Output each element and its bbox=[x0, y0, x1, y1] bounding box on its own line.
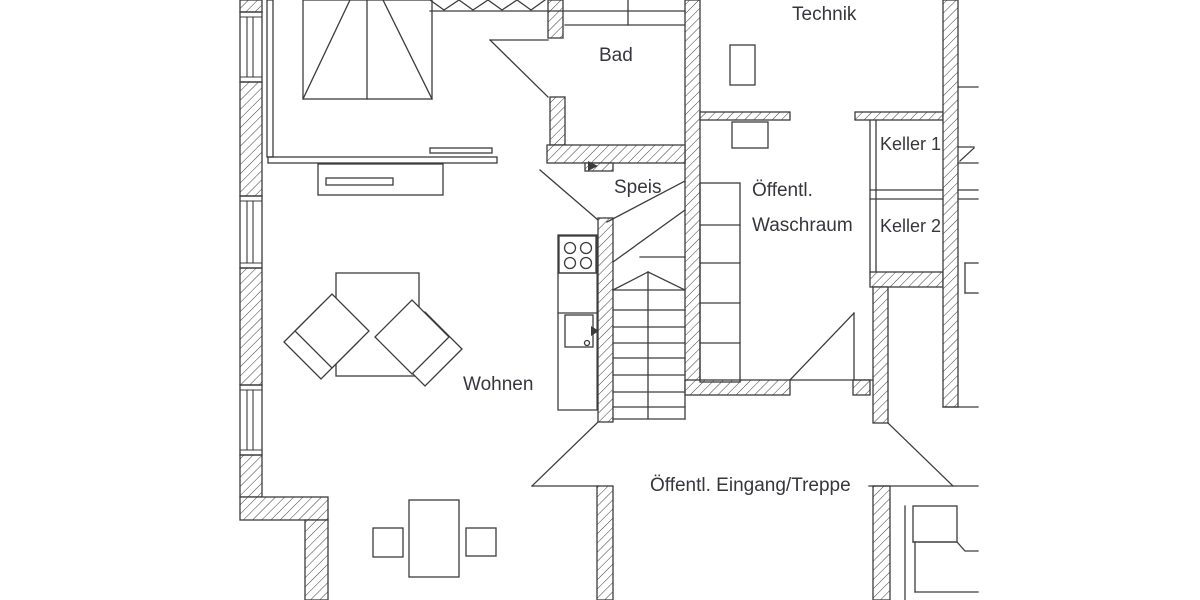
corner-sofa bbox=[904, 505, 979, 600]
wall-segment bbox=[869, 271, 944, 288]
sink-drain bbox=[583, 339, 591, 347]
wardrobe-hangers bbox=[429, 0, 546, 11]
stove-burner bbox=[563, 241, 577, 255]
room-labels: Technik Bad Speis Öffentl. Waschraum Kel… bbox=[463, 4, 941, 496]
stairs bbox=[606, 180, 686, 420]
room-label-waschraum-line2: Waschraum bbox=[752, 215, 853, 236]
partition-wall bbox=[266, 0, 498, 164]
stove-burner bbox=[579, 241, 593, 255]
room-label-keller1: Keller 1 bbox=[880, 134, 941, 154]
room-bad bbox=[489, 0, 686, 98]
wall-segment bbox=[597, 217, 614, 423]
entry-arrow bbox=[588, 161, 598, 171]
room-label-waschraum-line1: Öffentl. bbox=[752, 180, 813, 201]
wall-segment bbox=[547, 0, 564, 39]
armchair-seat bbox=[374, 299, 450, 375]
exterior-details bbox=[942, 86, 979, 408]
wall-segment bbox=[852, 379, 871, 396]
door-swing bbox=[489, 39, 549, 98]
door-swing bbox=[789, 312, 855, 381]
lounge-group bbox=[283, 272, 463, 387]
shelf bbox=[429, 147, 493, 154]
wall-segment bbox=[239, 0, 263, 13]
window bbox=[239, 11, 263, 83]
dining-chair bbox=[372, 527, 404, 558]
wall-segment bbox=[699, 111, 791, 121]
wall-segment bbox=[546, 144, 686, 164]
wall-segment bbox=[549, 96, 566, 146]
window bbox=[239, 384, 263, 456]
stove-burner bbox=[579, 256, 593, 270]
stove-burner bbox=[563, 256, 577, 270]
room-technik bbox=[729, 44, 756, 86]
bed-cross-line bbox=[302, 0, 351, 100]
dining-set bbox=[372, 499, 497, 578]
exterior-line bbox=[959, 147, 975, 162]
bed bbox=[302, 0, 433, 100]
wall-segment bbox=[239, 267, 263, 386]
wall-segment bbox=[596, 485, 614, 600]
kitchen bbox=[557, 234, 599, 411]
window-frame bbox=[239, 384, 263, 456]
speis-door bbox=[539, 161, 599, 221]
wall-segment bbox=[854, 111, 944, 121]
wardrobe bbox=[429, 0, 686, 12]
stair-winder bbox=[612, 209, 686, 263]
door-swing bbox=[539, 169, 599, 221]
window bbox=[239, 195, 263, 269]
wall-segment bbox=[684, 379, 791, 396]
sideboard bbox=[317, 147, 493, 196]
room-label-bad: Bad bbox=[599, 45, 633, 66]
kitchen-counter bbox=[557, 234, 598, 411]
stair-winder bbox=[612, 271, 649, 291]
wall-segment bbox=[239, 496, 329, 521]
wall-segment bbox=[239, 81, 263, 197]
funnel-side bbox=[887, 422, 954, 487]
wall-segment bbox=[304, 519, 329, 600]
wall-segment bbox=[872, 485, 891, 600]
parapet bbox=[267, 156, 498, 164]
washbasin bbox=[731, 121, 769, 149]
locker-column bbox=[699, 182, 741, 383]
walls bbox=[239, 0, 959, 600]
duct bbox=[266, 0, 274, 158]
window-frame bbox=[239, 11, 263, 83]
room-label-keller2: Keller 2 bbox=[880, 216, 941, 236]
armchair-seat bbox=[294, 293, 370, 369]
stair-winder bbox=[647, 271, 686, 291]
equipment-unit bbox=[729, 44, 756, 86]
room-waschraum bbox=[699, 121, 874, 383]
wall-segment bbox=[872, 286, 889, 424]
dining-table bbox=[408, 499, 460, 578]
keller-partitions bbox=[869, 119, 944, 273]
desk bbox=[317, 163, 444, 196]
room-label-eingang: Öffentl. Eingang/Treppe bbox=[650, 475, 851, 496]
stair-winder bbox=[606, 180, 686, 223]
desk-drawer bbox=[325, 177, 394, 186]
wall-segment bbox=[942, 0, 959, 408]
wall-segment bbox=[684, 0, 701, 394]
stove bbox=[558, 235, 597, 274]
sofa-element bbox=[912, 505, 958, 543]
window-frame bbox=[239, 195, 263, 269]
wall-segment bbox=[239, 454, 263, 498]
bed-cross-line bbox=[382, 0, 433, 100]
room-label-speis: Speis bbox=[614, 177, 662, 198]
door-arrow bbox=[591, 326, 599, 336]
dining-chair bbox=[465, 527, 497, 557]
entrance-funnel bbox=[531, 421, 979, 487]
wall-segment bbox=[584, 162, 614, 172]
sofa-element bbox=[912, 541, 979, 552]
room-label-technik: Technik bbox=[792, 4, 857, 25]
funnel-side bbox=[531, 421, 599, 487]
room-label-wohnen: Wohnen bbox=[463, 374, 533, 395]
